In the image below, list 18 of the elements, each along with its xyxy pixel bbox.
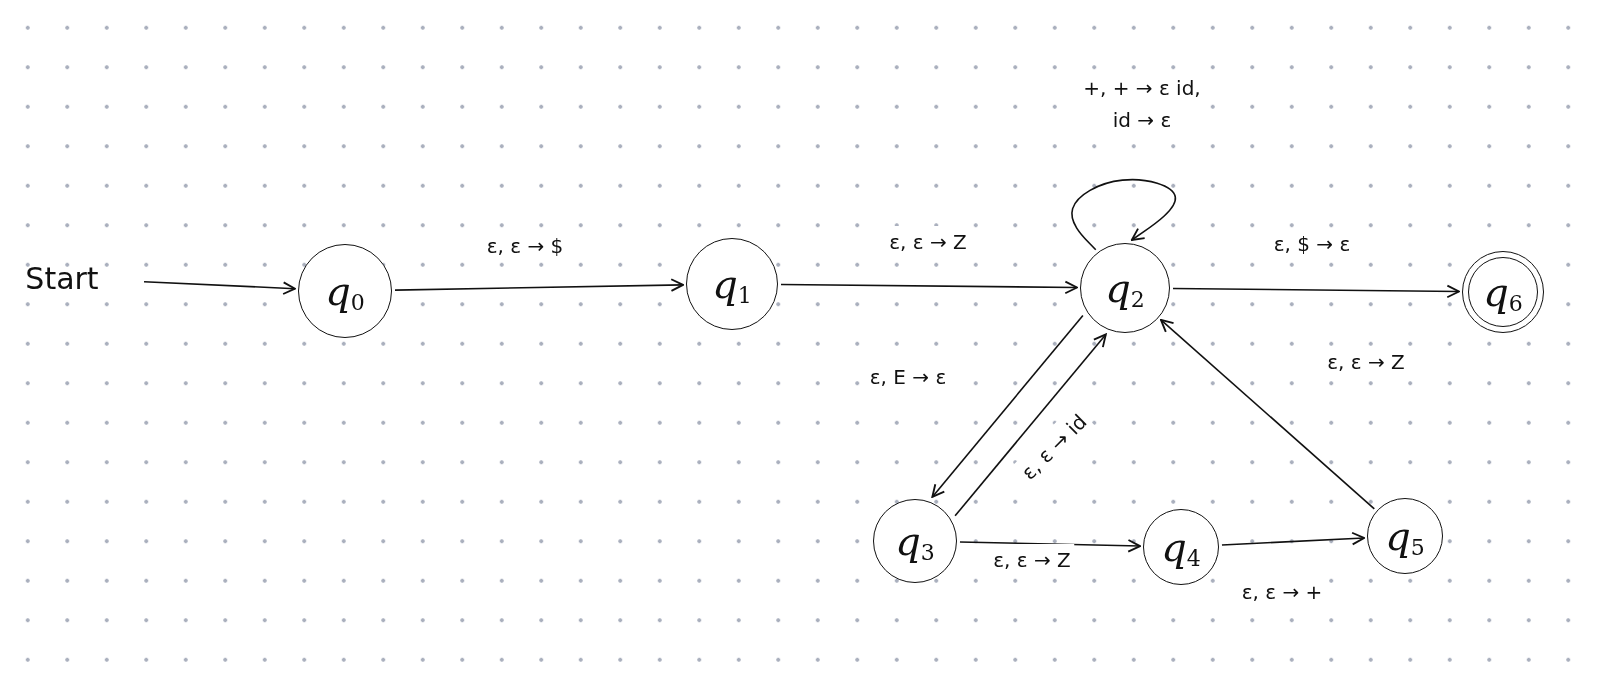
arrow — [954, 333, 1107, 517]
arrow — [394, 278, 684, 292]
state-circle: q$_{0}$ — [298, 244, 392, 338]
arrow — [931, 314, 1084, 498]
state-circle: q$_{5}$ — [1367, 498, 1443, 574]
state-circle: q$_{2}$ — [1080, 243, 1170, 333]
arrow — [143, 280, 296, 295]
arrow — [1160, 318, 1376, 510]
arrow — [1221, 531, 1365, 546]
accepting-state-circle: q$_{6}$ — [1462, 251, 1544, 333]
state-circle: q$_{3}$ — [873, 499, 957, 583]
start-label: Start — [6, 256, 118, 300]
arrow — [780, 280, 1078, 295]
self-loop-arrow — [1071, 178, 1177, 251]
arrow — [959, 539, 1141, 553]
arrow — [1172, 284, 1460, 299]
state-circle: q$_{4}$ — [1143, 509, 1219, 585]
state-circle: q$_{1}$ — [686, 238, 778, 330]
